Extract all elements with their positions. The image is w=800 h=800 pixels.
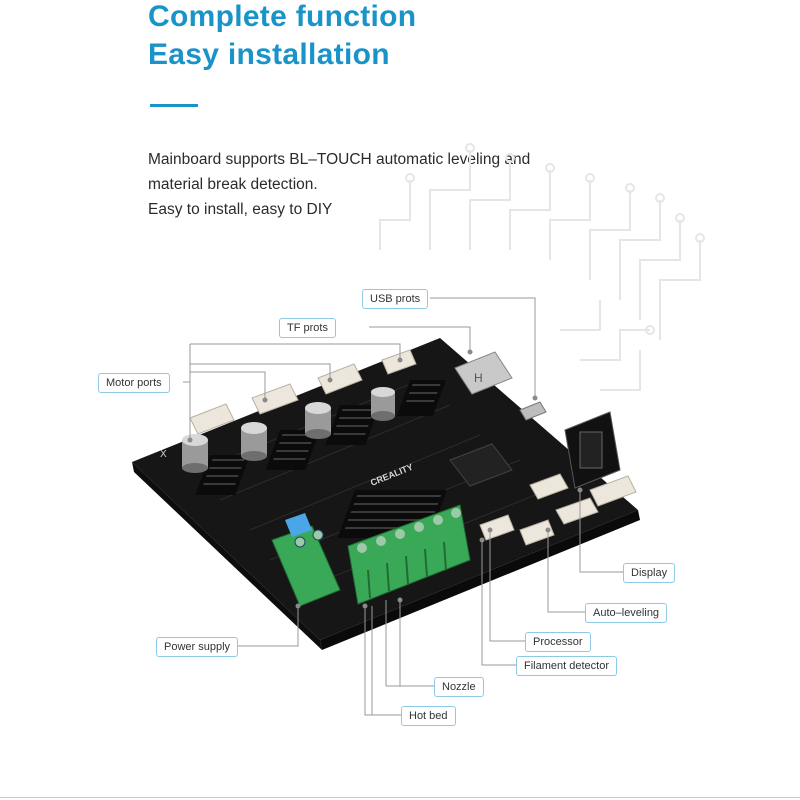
label-motor-ports: Motor ports [98, 373, 170, 393]
label-auto-leveling: Auto–leveling [585, 603, 668, 623]
usb-port [519, 401, 547, 421]
bottom-divider [0, 797, 800, 798]
label-processor: Processor [525, 632, 591, 652]
svg-text:H: H [474, 371, 483, 385]
description-line-2: material break detection. [148, 176, 318, 193]
label-usb-ports: USB prots [362, 289, 429, 309]
description-line-1: Mainboard supports BL–TOUCH automatic le… [148, 151, 531, 168]
label-display: Display [623, 563, 676, 583]
headline-line-2: Easy installation [148, 38, 390, 71]
display-header [564, 411, 621, 489]
label-filament-detector: Filament detector [516, 656, 617, 676]
callout-lines [183, 297, 623, 716]
label-nozzle: Nozzle [434, 677, 484, 697]
accent-bar [150, 104, 198, 107]
label-tf-ports: TF prots [279, 318, 336, 338]
headline-line-1: Complete function [148, 0, 417, 33]
circuit-trace-decoration [379, 143, 705, 391]
capacitors [182, 387, 395, 473]
label-hot-bed: Hot bed [401, 706, 456, 726]
power-terminal [271, 513, 341, 607]
axis-mark-x: X [160, 449, 167, 460]
sd-card-slot: H [454, 351, 513, 395]
processor-chip [449, 443, 513, 487]
connectors [189, 349, 637, 546]
heater-terminal [347, 504, 471, 605]
label-power-supply: Power supply [156, 637, 239, 657]
callout-dots [187, 349, 583, 609]
description-line-3: Easy to install, easy to DIY [148, 201, 333, 218]
